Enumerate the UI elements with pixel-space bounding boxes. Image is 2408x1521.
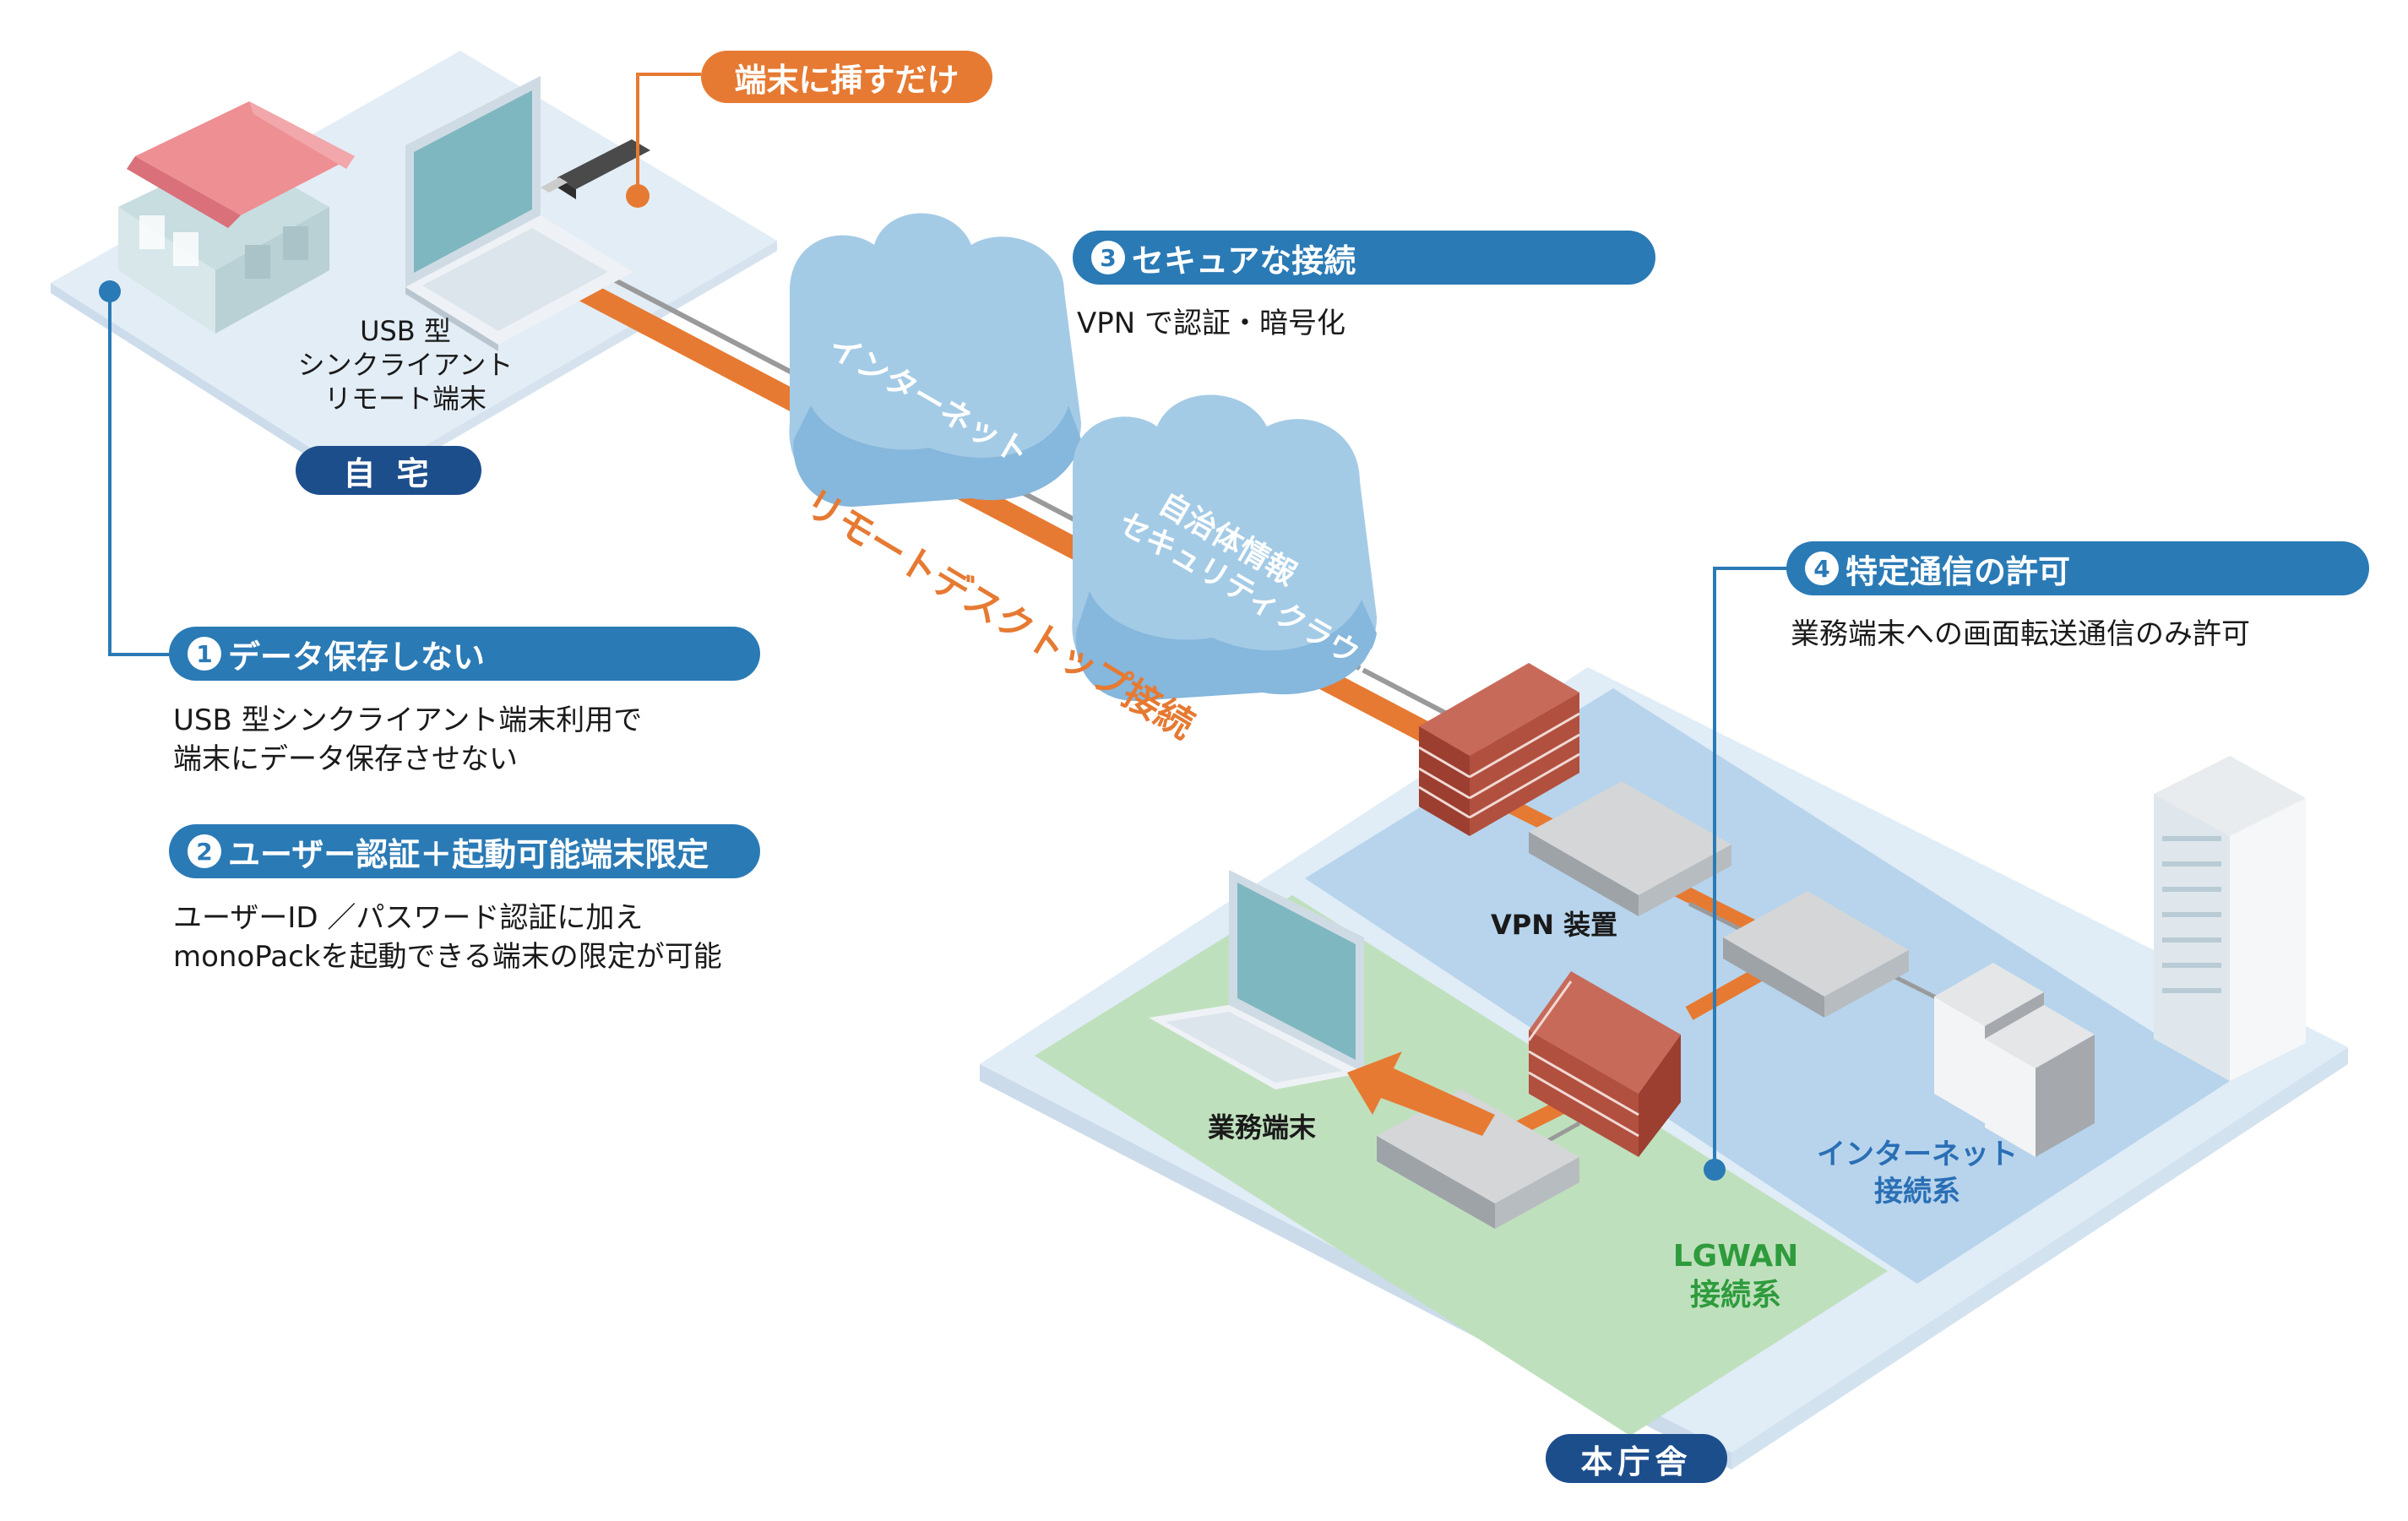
- feature-4-desc: 業務端末への画面転送通信のみ許可: [1791, 617, 2250, 651]
- cloud-icon: [1072, 394, 1377, 701]
- feature-2-desc: ユーザーID ／パスワード認証に加え monoPackを起動できる端末の限定が可…: [173, 901, 722, 974]
- feature-3-number: 3: [1091, 241, 1125, 274]
- firewall-icon: [1527, 971, 1681, 1157]
- feature-1-number: 1: [188, 637, 221, 671]
- home-label: 自 宅: [296, 446, 481, 495]
- office-building-icon: [2154, 756, 2306, 1081]
- usb-terminal-label: USB 型 シンクライアント リモート端末: [297, 315, 514, 415]
- feature-1-header: 1 データ保存しない: [169, 627, 760, 681]
- vpn-appliance-icon: [1723, 891, 1909, 1018]
- cloud-icon: [789, 213, 1081, 507]
- insert-only-callout: 端末に挿すだけ: [701, 51, 992, 103]
- vpn-device-label: VPN 装置: [1491, 909, 1618, 941]
- server-icon: [1934, 963, 2095, 1157]
- house-icon: [118, 101, 355, 334]
- vpn-appliance-icon: [1377, 1089, 1579, 1229]
- work-terminal-label: 業務端末: [1208, 1111, 1317, 1143]
- feature-2-header: 2 ユーザー認証＋起動可能端末限定: [169, 824, 760, 878]
- internet-system-label: インターネット 接続系: [1817, 1138, 2018, 1209]
- arrow-icon: [1347, 1051, 1495, 1136]
- laptop-icon: [405, 76, 633, 351]
- laptop-icon: [1149, 870, 1364, 1089]
- usb-stick-icon: [541, 139, 650, 199]
- feature-4-header: 4 特定通信の許可: [1786, 541, 2369, 595]
- vpn-appliance-icon: [1529, 781, 1731, 916]
- callout-connectors: [108, 73, 1791, 1170]
- feature-3-header: 3 セキュアな接続: [1073, 231, 1655, 285]
- feature-1-desc: USB 型シンクライアント端末利用で 端末にデータ保存させない: [173, 703, 643, 776]
- head-office-label: 本庁舎: [1546, 1434, 1727, 1483]
- feature-4-number: 4: [1805, 551, 1839, 585]
- feature-3-desc: VPN で認証・暗号化: [1077, 307, 1346, 340]
- lgwan-system-label: LGWAN 接続系: [1672, 1239, 1799, 1312]
- firewall-icon: [1418, 663, 1580, 836]
- feature-2-number: 2: [188, 834, 221, 868]
